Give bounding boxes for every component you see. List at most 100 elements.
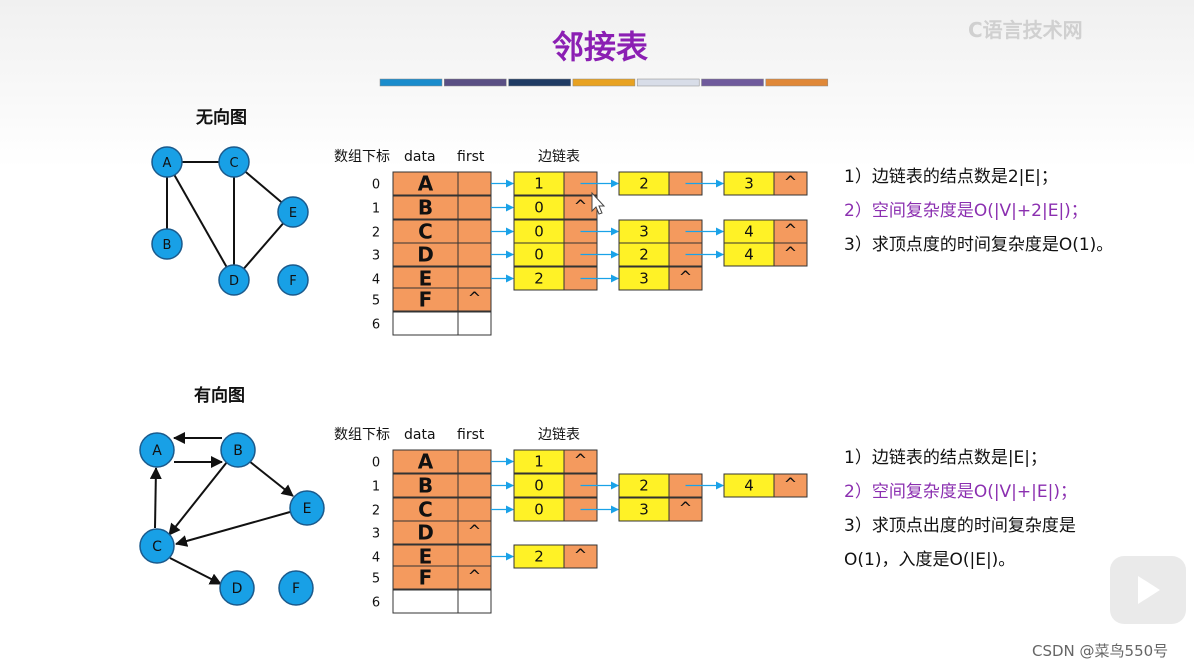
null-mark: ^	[468, 567, 481, 586]
vertex-a: A	[139, 432, 175, 468]
index-label: 1	[372, 202, 380, 217]
vertex-e: E	[289, 490, 325, 526]
edge-node-value: 2	[534, 270, 544, 288]
header-first: first	[457, 149, 485, 165]
null-mark: ^	[468, 522, 481, 541]
vertex-data: D	[417, 521, 434, 545]
title-bar-segment	[636, 78, 700, 87]
edge-node-value: 1	[534, 175, 544, 193]
edge-node-next	[668, 497, 703, 522]
vertex-data: B	[418, 474, 433, 498]
vertex-f: F	[278, 570, 314, 606]
index-label: 5	[372, 294, 380, 309]
vertex-data: C	[418, 498, 433, 522]
null-mark: ^	[574, 451, 587, 470]
edge-node-value: 1	[534, 453, 544, 471]
vertex-f: F	[277, 264, 309, 296]
edge-node-value: 4	[744, 477, 754, 495]
header-first: first	[457, 427, 485, 443]
first-cell	[457, 171, 492, 196]
vertex-data: A	[418, 450, 434, 474]
vertex-b: B	[220, 432, 256, 468]
vertex-b: B	[151, 228, 183, 260]
title-bar-segment	[701, 78, 764, 87]
vertex-data: E	[419, 267, 433, 291]
vertex-e: E	[277, 196, 309, 228]
edge-node-next	[563, 544, 598, 569]
null-mark: ^	[784, 173, 797, 192]
edge-node-value: 2	[639, 246, 649, 264]
first-cell	[457, 266, 492, 291]
first-cell	[457, 589, 492, 614]
note-2: 2）空间复杂度是O(|V|+|E|)；	[844, 482, 1077, 502]
undirected-graph: A C E B D F	[151, 146, 309, 296]
undirected-headers: 数组下标 data first 边链表	[334, 149, 580, 165]
header-data: data	[404, 427, 436, 443]
first-cell	[457, 497, 492, 522]
null-mark: ^	[679, 499, 692, 518]
index-label: 6	[372, 318, 380, 333]
edge-node-value: 3	[639, 501, 649, 519]
edge-node-value: 2	[639, 175, 649, 193]
edge-node-value: 0	[534, 199, 544, 217]
note-1: 1）边链表的结点数是|E|；	[844, 448, 1047, 468]
first-cell	[457, 311, 492, 336]
edge-node-value: 0	[534, 501, 544, 519]
index-label: 2	[372, 226, 380, 241]
edge-node-value: 4	[744, 223, 754, 241]
first-cell	[457, 544, 492, 569]
svg-text:B: B	[233, 443, 243, 459]
page-title: 邻接表	[552, 28, 648, 66]
edge-node-value: 2	[639, 477, 649, 495]
edge-node-value: 0	[534, 223, 544, 241]
vertex-d: D	[219, 570, 255, 606]
edge-a-d	[166, 161, 235, 281]
edge-node-next	[668, 266, 703, 291]
edge-node-next	[773, 171, 808, 196]
svg-text:C: C	[152, 539, 162, 555]
first-cell	[457, 565, 492, 590]
edge-node-value: 3	[639, 270, 649, 288]
vertex-a: A	[151, 146, 183, 178]
arc-c-a	[149, 467, 162, 529]
first-cell	[457, 473, 492, 498]
note-1: 1）边链表的结点数是2|E|；	[844, 167, 1058, 187]
arc-b-e	[248, 460, 294, 497]
first-cell	[457, 242, 492, 267]
svg-text:F: F	[292, 581, 300, 597]
vertex-data: A	[418, 172, 434, 196]
directed-headers: 数组下标 data first 边链表	[334, 427, 580, 443]
vertex-data: F	[419, 566, 433, 590]
note-3: 3）求顶点出度的时间复杂度是	[844, 516, 1076, 536]
vertex-d: D	[218, 264, 250, 296]
index-label: 4	[372, 551, 380, 566]
first-cell	[457, 449, 492, 474]
arc-b-c	[168, 461, 228, 536]
vertex-data: E	[419, 545, 433, 569]
svg-text:D: D	[232, 581, 243, 597]
svg-text:B: B	[163, 238, 172, 253]
vertex-c: C	[139, 528, 175, 564]
title-color-bar	[379, 78, 829, 87]
edge-node-value: 0	[534, 477, 544, 495]
null-mark: ^	[468, 289, 481, 308]
null-mark: ^	[784, 244, 797, 263]
null-mark: ^	[679, 268, 692, 287]
svg-text:F: F	[289, 274, 296, 289]
header-index: 数组下标	[334, 427, 390, 443]
title-bar-segment	[444, 78, 507, 87]
vertex-data: F	[419, 288, 433, 312]
vertex-data: C	[418, 220, 433, 244]
null-mark: ^	[784, 475, 797, 494]
null-mark: ^	[574, 546, 587, 565]
null-mark: ^	[784, 221, 797, 240]
play-button[interactable]	[1110, 556, 1186, 624]
directed-graph: A B E C D F	[139, 432, 325, 606]
index-label: 3	[372, 527, 380, 542]
title-bar-segment	[765, 78, 829, 87]
index-label: 5	[372, 572, 380, 587]
edge-node-value: 0	[534, 246, 544, 264]
title-bar-segment	[379, 78, 443, 87]
